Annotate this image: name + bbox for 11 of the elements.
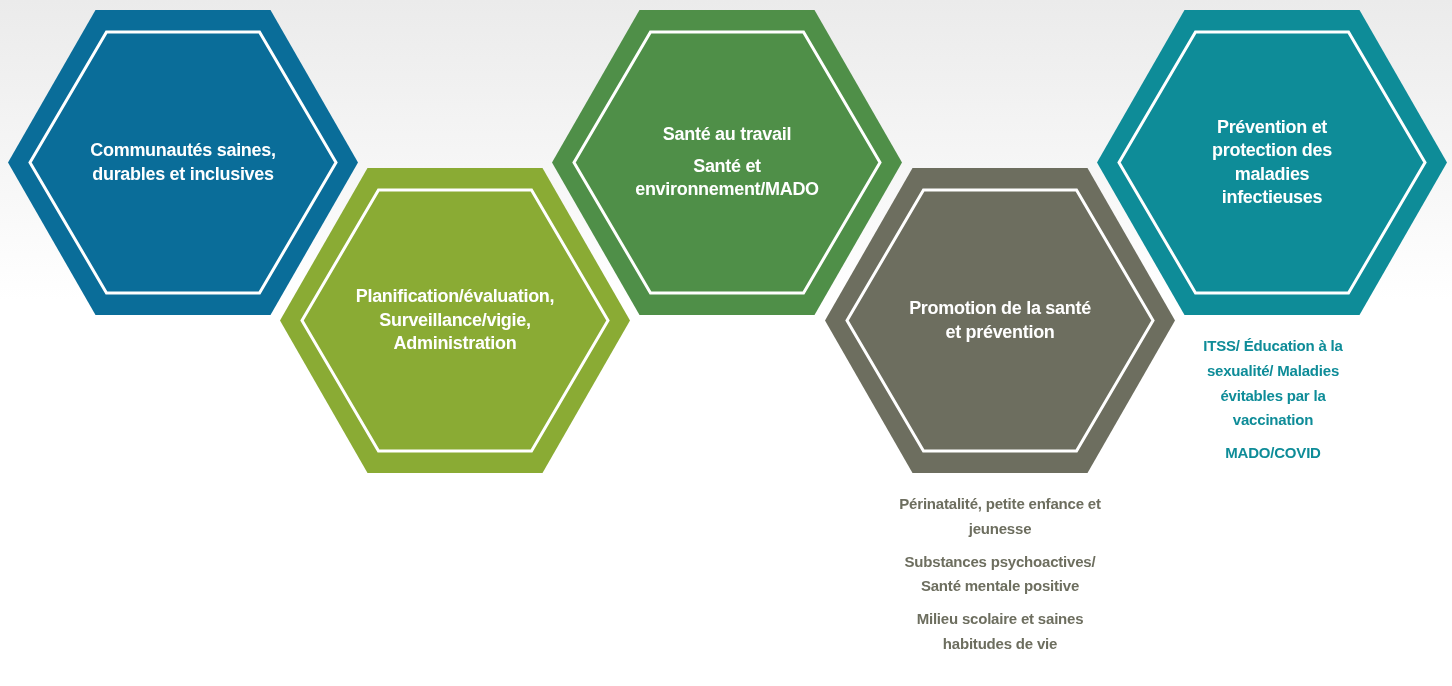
hexagon-title: Planification/évaluation, Surveillance/vigie, Administration — [354, 285, 556, 356]
topic-text: Substances psychoactives/ Santé mentale positive — [903, 551, 1097, 597]
hexagon-subtitle: Santé et environnement/MADO — [634, 154, 820, 202]
topic-text: ITSS/ Éducation à la sexualité/ Maladies évitables par la vaccination — [1202, 336, 1344, 431]
topic-text: MADO/COVID — [1225, 443, 1321, 463]
hexagon-title: Communautés saines, durables et inclusives — [89, 139, 277, 186]
topic-text: Milieu scolaire et saines habitudes de vie — [915, 609, 1085, 654]
hexagon-title: Prévention et protection des maladies infectieuses — [1211, 115, 1333, 209]
hexagon-title: Santé au travail — [662, 123, 792, 147]
topic-text: Périnatalité, petite enfance et jeunesse — [898, 494, 1102, 539]
hexagon-title: Promotion de la santé et prévention — [908, 297, 1092, 344]
